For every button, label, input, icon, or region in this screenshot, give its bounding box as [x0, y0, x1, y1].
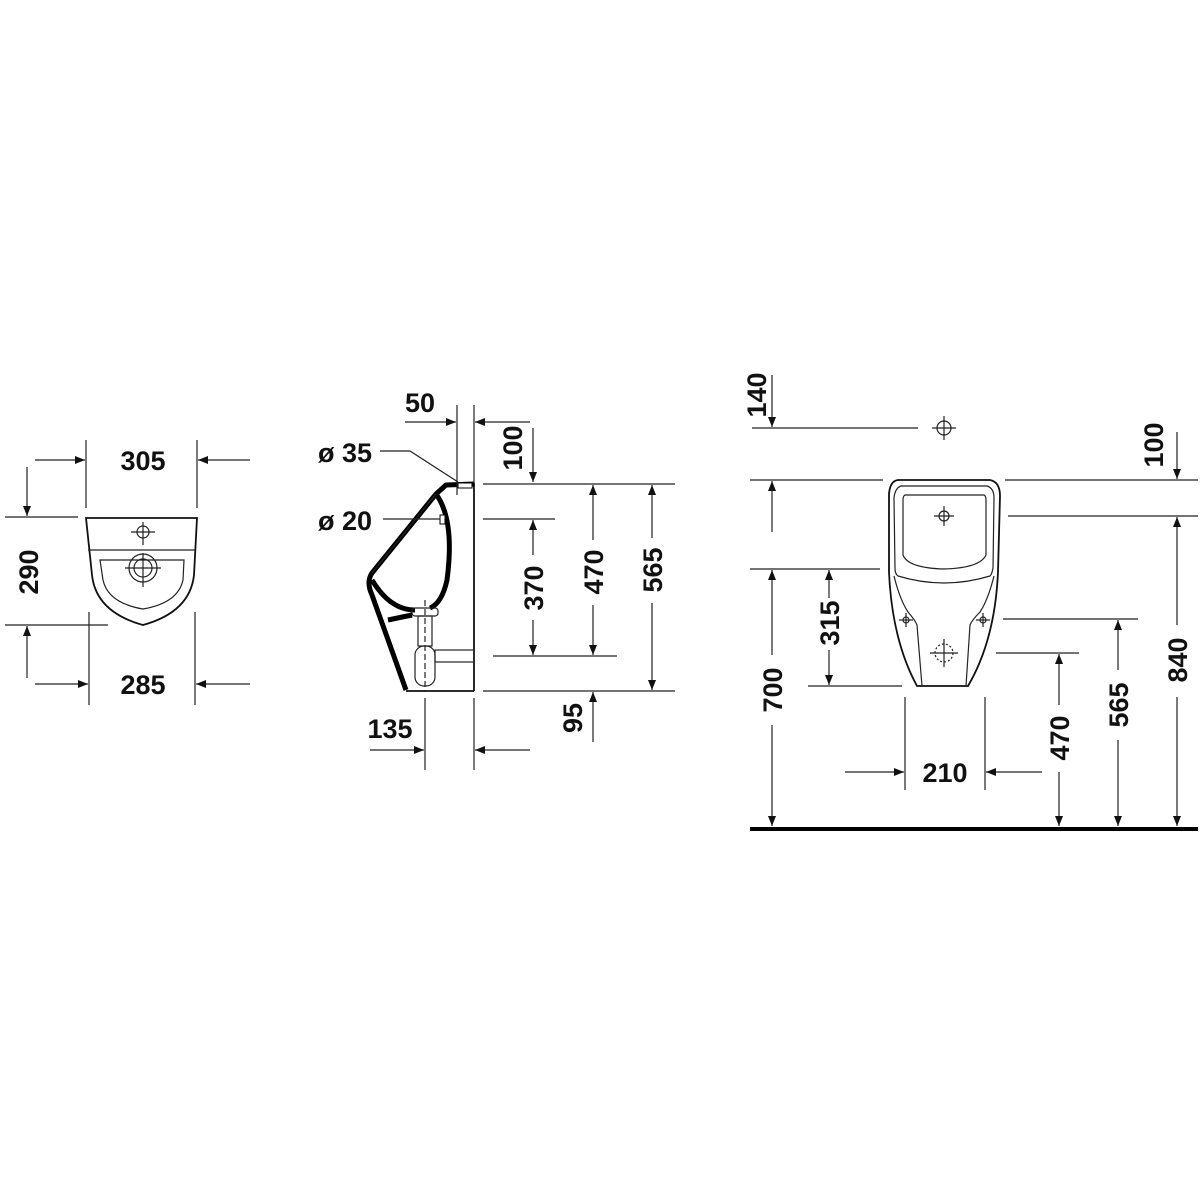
drain-icon — [125, 553, 161, 587]
dim-565-front: 565 — [1104, 682, 1134, 727]
dim-315: 315 — [815, 600, 845, 645]
crosshair-icon — [131, 522, 155, 545]
drain-outlet-icon — [930, 639, 958, 667]
dim-305: 305 — [120, 446, 165, 476]
trap-icon — [411, 600, 475, 692]
side-view-outline — [366, 481, 475, 692]
dim-470-side: 470 — [579, 549, 609, 594]
dim-840: 840 — [1163, 637, 1193, 682]
dim-290: 290 — [14, 549, 44, 594]
dim-100-front: 100 — [1139, 422, 1169, 467]
front-view-outline — [888, 479, 1001, 687]
dim-210: 210 — [922, 758, 967, 788]
dim-135: 135 — [367, 714, 412, 744]
crosshair-icon — [932, 416, 956, 440]
dim-700: 700 — [758, 667, 788, 712]
inlet-diameter-label: ø 35 — [318, 438, 372, 468]
dim-140: 140 — [742, 372, 772, 417]
front-view: 140 100 840 700 315 565 470 210 — [742, 372, 1198, 831]
dim-285: 285 — [120, 670, 165, 700]
dim-470-front: 470 — [1045, 715, 1075, 760]
dim-95: 95 — [558, 703, 588, 733]
top-view-outline — [85, 517, 198, 626]
side-view: 50 100 ø 35 ø 20 370 470 565 95 135 — [318, 388, 675, 770]
spray-diameter-label: ø 20 — [318, 506, 372, 536]
mounting-hole-icon — [899, 613, 990, 627]
dim-50: 50 — [405, 388, 435, 418]
crosshair-icon — [934, 506, 954, 526]
dim-565-side: 565 — [638, 547, 668, 592]
dim-370: 370 — [519, 565, 549, 610]
dim-100-side: 100 — [498, 425, 528, 470]
top-view: 305 290 285 — [5, 440, 250, 705]
